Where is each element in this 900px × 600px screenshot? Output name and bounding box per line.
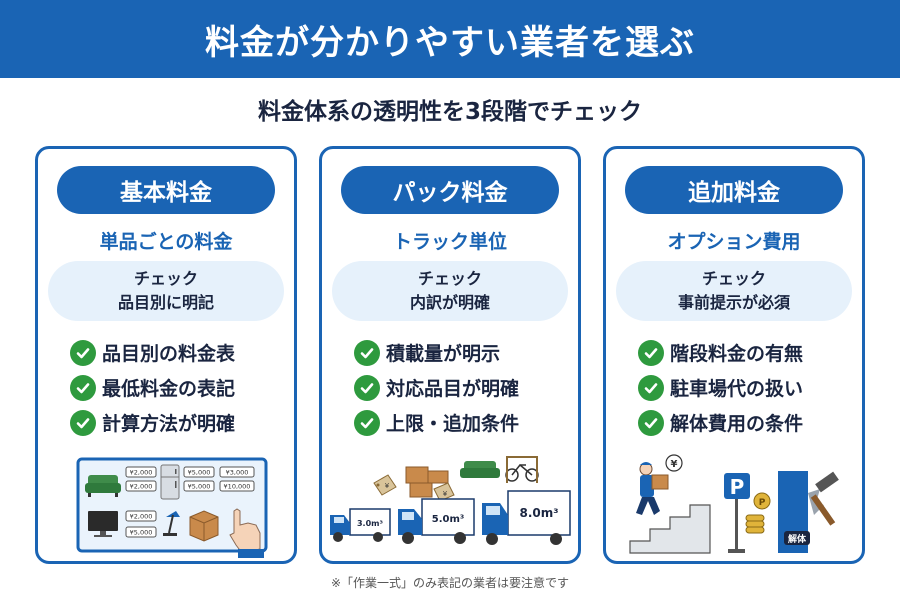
check-item-label: 上限・追加条件 [386, 413, 520, 435]
pointing-hand-icon [229, 508, 264, 558]
parking-label: P [730, 475, 745, 499]
check-text: 内訳が明確 [409, 293, 490, 312]
check-list-item: 品目別の料金表 [70, 335, 235, 370]
refrigerator-icon [160, 464, 180, 500]
additional-fees-illustration: ¥ P P 解体 [629, 454, 839, 554]
coin-stack-icon: P [745, 492, 771, 534]
check-list-item: 階段料金の有無 [638, 335, 803, 370]
check-heading: チェック [417, 269, 482, 288]
check-list-item: 解体費用の条件 [638, 405, 803, 440]
check-point-box: チェック 事前提示が必須 [616, 261, 852, 321]
desk-lamp-icon [163, 511, 180, 536]
check-list: 品目別の料金表 最低料金の表記 計算方法が明確 [70, 335, 235, 440]
coin-label: P [759, 498, 766, 508]
check-item-label: 計算方法が明確 [102, 413, 236, 435]
title-banner: 料金が分かりやすい業者を選ぶ [0, 0, 900, 78]
card-basic-fee: 基本料金 単品ごとの料金 チェック 品目別に明記 品目別の料金表 最低料金の表記… [35, 146, 297, 564]
check-list-item: 最低料金の表記 [70, 370, 235, 405]
yen-label: ¥ [671, 459, 678, 470]
check-icon [638, 339, 664, 366]
check-heading: チェック [133, 269, 198, 288]
check-icon [70, 374, 96, 401]
check-list: 階段料金の有無 駐車場代の扱い 解体費用の条件 [638, 335, 803, 440]
check-icon [70, 339, 96, 366]
price-tag: ¥5,000 [188, 483, 211, 491]
stairs-worker-icon: ¥ [629, 454, 711, 554]
check-icon [638, 374, 664, 401]
card-subtitle: トラック単位 [392, 231, 507, 253]
check-heading: チェック [701, 269, 766, 288]
price-tag: ¥5,000 [130, 529, 153, 537]
check-list-item: 対応品目が明確 [354, 370, 519, 405]
check-list-item: 積載量が明示 [354, 335, 519, 370]
card-title: 追加料金 [625, 166, 843, 214]
cardboard-box-icon [405, 466, 449, 498]
page-title: 料金が分かりやすい業者を選ぶ [205, 22, 695, 63]
card-additional-fee: 追加料金 オプション費用 チェック 事前提示が必須 階段料金の有無 駐車場代の扱… [603, 146, 865, 564]
truck-icon: 5.0m³ [398, 498, 475, 544]
truck-capacity: 5.0m³ [432, 514, 465, 525]
check-list: 積載量が明示 対応品目が明確 上限・追加条件 [354, 335, 519, 440]
sofa-icon [85, 475, 121, 497]
check-item-label: 階段料金の有無 [670, 343, 804, 365]
price-tag: ¥2,000 [130, 469, 153, 477]
sofa-icon [460, 461, 500, 478]
price-tag: ¥3,000 [226, 469, 249, 477]
truck-icon: 8.0m³ [482, 490, 571, 545]
parking-sign-icon: P [724, 473, 750, 553]
price-tag: ¥2,000 [130, 513, 153, 521]
price-tag: ¥2,000 [130, 483, 153, 491]
check-item-label: 品目別の料金表 [102, 343, 236, 365]
check-icon [354, 339, 380, 366]
truck-capacity: 3.0m³ [357, 519, 384, 528]
card-title: パック料金 [341, 166, 559, 214]
check-icon [638, 409, 664, 436]
check-item-label: 積載量が明示 [386, 343, 501, 365]
price-tag-icon: ¥ [373, 474, 397, 496]
check-item-label: 最低料金の表記 [102, 378, 236, 400]
truck-icon: 3.0m³ [330, 508, 391, 542]
check-item-label: 駐車場代の扱い [670, 378, 804, 400]
check-point-box: チェック 内訳が明確 [332, 261, 568, 321]
cardboard-box-icon [189, 510, 219, 542]
truck-capacity: 8.0m³ [519, 506, 558, 520]
page-subtitle: 料金体系の透明性を3段階でチェック [257, 99, 642, 125]
tv-icon [88, 511, 118, 537]
check-item-label: 対応品目が明確 [386, 378, 520, 400]
check-list-item: 計算方法が明確 [70, 405, 235, 440]
check-icon [354, 374, 380, 401]
footnote: ※「作業一式」のみ表記の業者は要注意です [330, 576, 570, 590]
check-icon [70, 409, 96, 436]
bicycle-icon [505, 456, 539, 483]
price-list-board-illustration: ¥2,000 ¥2,000 ¥5,000 ¥3,000 ¥5,000 ¥10,0… [76, 457, 268, 558]
card-pack-fee: パック料金 トラック単位 チェック 内訳が明確 積載量が明示 対応品目が明確 上… [319, 146, 581, 564]
card-title: 基本料金 [57, 166, 275, 214]
card-subtitle: 単品ごとの料金 [99, 231, 233, 253]
card-subtitle: オプション費用 [667, 231, 801, 253]
trucks-illustration: ¥ ¥ 3.0m³ [330, 456, 571, 545]
check-list-item: 駐車場代の扱い [638, 370, 803, 405]
tag-label: ¥ [443, 490, 448, 498]
check-list-item: 上限・追加条件 [354, 405, 519, 440]
price-tag-icon: ¥ [433, 482, 455, 502]
tag-label: ¥ [385, 482, 390, 490]
check-item-label: 解体費用の条件 [670, 413, 804, 435]
price-tag: ¥5,000 [188, 469, 211, 477]
hammer-icon: 解体 [778, 471, 839, 553]
check-text: 品目別に明記 [117, 293, 214, 312]
check-point-box: チェック 品目別に明記 [48, 261, 284, 321]
check-icon [354, 409, 380, 436]
price-tag: ¥10,000 [224, 483, 251, 491]
demolition-label: 解体 [788, 533, 807, 545]
check-text: 事前提示が必須 [677, 293, 790, 312]
